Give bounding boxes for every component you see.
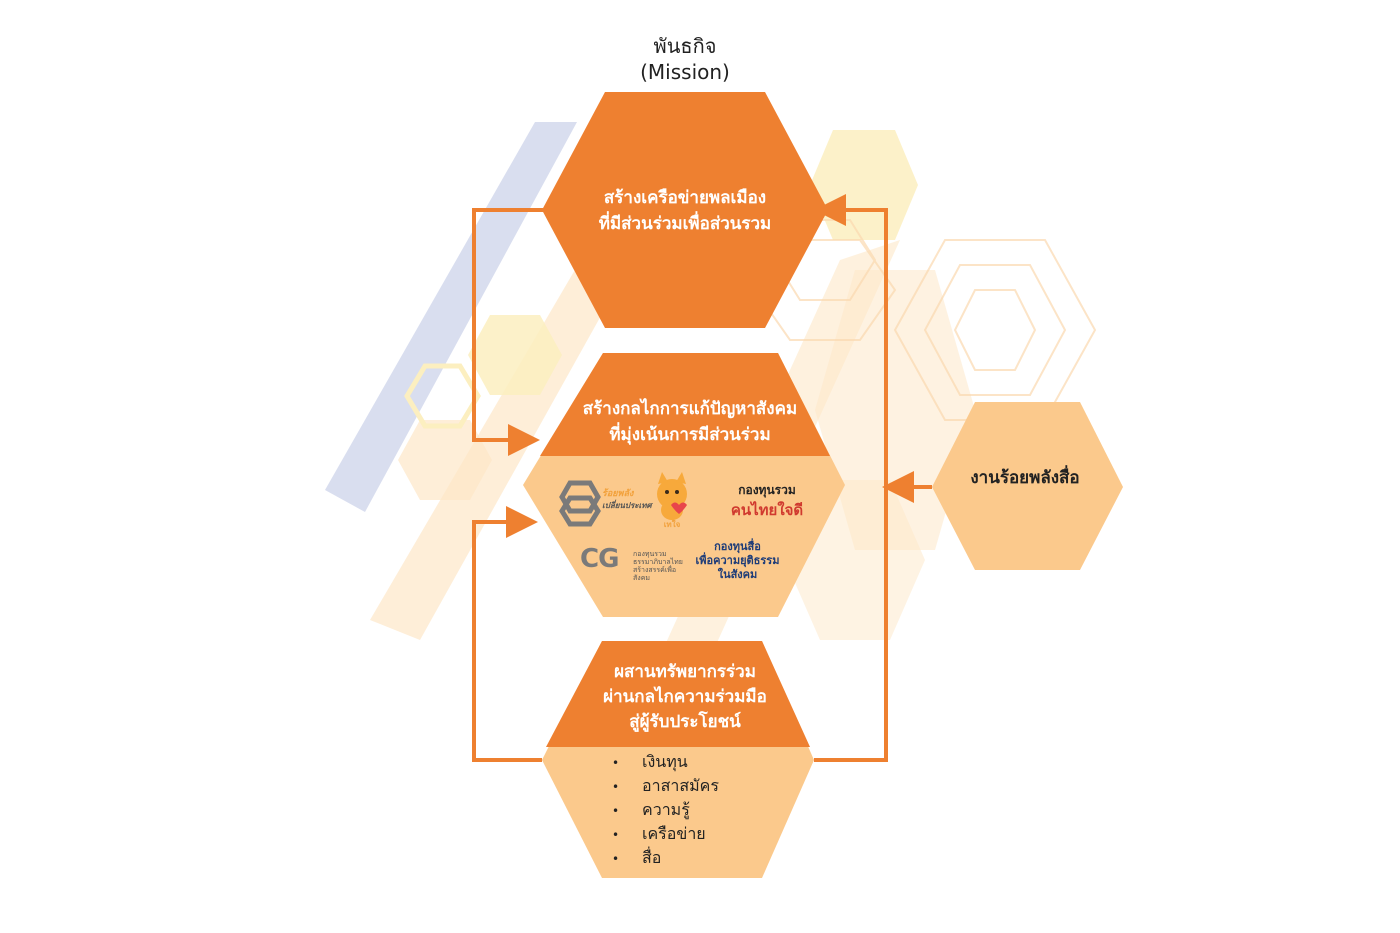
media-fund-line1: กองทุนสื่อ	[714, 540, 761, 553]
cg-line2: ธรรมาภิบาลไทย	[633, 558, 683, 566]
yellow-hex-outline-left	[404, 363, 481, 429]
media-fund-line3: ในสังคม	[717, 568, 758, 581]
mission-title-th: พันธกิจ	[653, 34, 717, 58]
mascot-cat-icon	[657, 472, 687, 520]
arrow-hex3-to-hex2	[472, 506, 542, 762]
yellow-hex-left	[468, 315, 562, 395]
hex3-line2: ผ่านกลไกความร่วมมือ	[603, 687, 767, 707]
media-fund-logo: กองทุนสื่อ เพื่อความยุติธรรม ในสังคม	[690, 540, 785, 582]
list-item: เครือข่าย	[612, 822, 719, 846]
khon-thai-line1: กองทุนรวม	[738, 483, 796, 497]
yellow-hex-top-right	[810, 130, 918, 240]
mascot-label: เทใจ	[663, 520, 681, 529]
cg-line1: กองทุนรวม	[633, 550, 667, 558]
blue-diagonal-band	[325, 122, 577, 512]
hex1-line1: สร้างเครือข่ายพลเมือง	[603, 188, 767, 208]
side-media-label: งานร้อยพลังสื่อ	[970, 468, 1080, 488]
hex1-line2: ที่มีส่วนร่วมเพื่อส่วนรวม	[598, 214, 772, 234]
list-item: อาสาสมัคร	[612, 774, 719, 798]
list-item: ความรู้	[612, 798, 719, 822]
hex3-text: ผสานทรัพยากรร่วม ผ่านกลไกความร่วมมือ สู่…	[565, 660, 805, 735]
pale-hex-left	[398, 420, 492, 500]
cg-line3: สร้างสรรค์เพื่อสังคม	[633, 566, 677, 582]
hex2-line2: ที่มุ่งเน้นการมีส่วนร่วม	[609, 425, 771, 445]
list-item: เงินทุน	[612, 750, 719, 774]
mission-title-en: (Mission)	[640, 60, 730, 84]
hex1-text: สร้างเครือข่ายพลเมือง ที่มีส่วนร่วมเพื่อ…	[560, 185, 810, 237]
mission-title: พันธกิจ (Mission)	[585, 33, 785, 85]
connector-arrows	[472, 194, 932, 762]
hex2-line1: สร้างกลไกการแก้ปัญหาสังคม	[582, 399, 798, 419]
khon-thai-line2: คนไทยใจดี	[730, 501, 804, 519]
cg-logo-text: กองทุนรวม ธรรมาภิบาลไทย สร้างสรรค์เพื่อส…	[633, 550, 693, 582]
hex3-line1: ผสานทรัพยากรร่วม	[614, 662, 756, 682]
roi-palang-line2: เปลี่ยนประเทศ	[602, 501, 652, 510]
list-item: สื่อ	[612, 846, 719, 870]
hex-mission-1	[542, 92, 828, 328]
hex3-line3: สู่ผู้รับประโยชน์	[629, 712, 741, 732]
roi-palang-logo: ร้อยพลัง เปลี่ยนประเทศ	[602, 488, 662, 512]
media-fund-line2: เพื่อความยุติธรรม	[695, 554, 780, 567]
hex-side-media	[932, 402, 1123, 570]
resource-list: เงินทุน อาสาสมัคร ความรู้ เครือข่าย สื่อ	[612, 750, 719, 870]
arrow-hex1-to-hex2	[472, 208, 550, 456]
roi-palang-logo-icon	[559, 480, 601, 527]
cg-logo-mark: CG	[580, 544, 619, 574]
khon-thai-jai-dee-logo: กองทุนรวม คนไทยใจดี	[712, 480, 822, 520]
roi-palang-line1: ร้อยพลัง	[602, 489, 634, 499]
hex2-text: สร้างกลไกการแก้ปัญหาสังคม ที่มุ่งเน้นการ…	[545, 396, 835, 448]
